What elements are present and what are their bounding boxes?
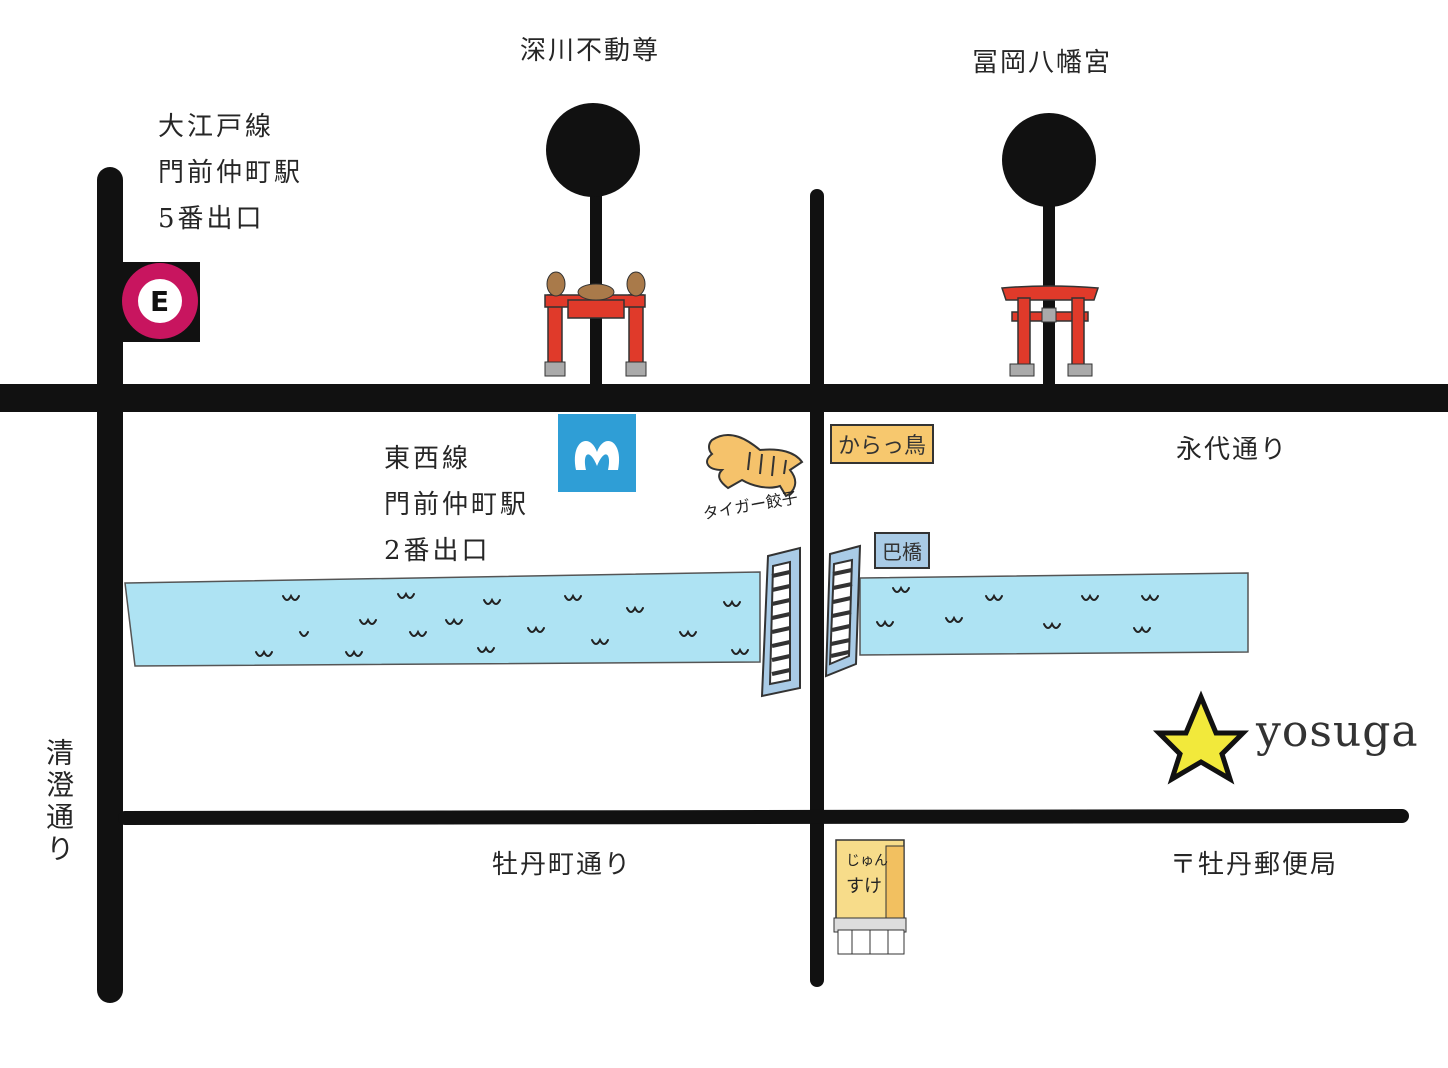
tozai-exit: 2番出口 [384, 536, 491, 566]
street-botancho-label: 牡丹町通り [492, 850, 633, 880]
oedo-station-icon [120, 262, 200, 342]
junsuke-label-2: すけ [846, 876, 882, 897]
hachimangu-label: 冨岡八幡宮 [972, 48, 1113, 78]
road-botancho [118, 809, 1409, 825]
junsuke-building-icon [833, 839, 907, 955]
street-kiyosumi-label: 清澄通り [42, 738, 75, 866]
river [124, 571, 1249, 667]
torii-hachimangu-icon [1000, 285, 1100, 377]
hachimangu-marker [1002, 113, 1096, 385]
oedo-station-label: 大江戸線 門前仲町駅 5番出口 [158, 104, 303, 242]
tokyo-metro-icon [558, 414, 636, 492]
yosuga-star-icon [1152, 690, 1250, 785]
tiger-gyoza-icon [706, 434, 804, 498]
fudoson-marker [546, 103, 640, 385]
karatori-sign: からっ鳥 [830, 424, 935, 464]
oedo-exit: 5番出口 [158, 204, 265, 234]
post-office-icon: 〒 [1170, 850, 1199, 880]
bridge-name-sign: 巴橋 [874, 532, 930, 569]
oedo-station-name: 門前仲町駅 [158, 158, 304, 188]
post-office-name: 牡丹郵便局 [1198, 850, 1339, 880]
tozai-line-name: 東西線 [384, 444, 472, 474]
bridge-icon [760, 544, 862, 698]
torii-fudoson-icon [544, 271, 647, 377]
oedo-line-name: 大江戸線 [158, 112, 275, 142]
fudoson-label: 深川不動尊 [520, 36, 661, 66]
street-eitai-label: 永代通り [1176, 435, 1289, 465]
roads [0, 167, 1448, 1003]
oedo-badge-letter: E [150, 285, 170, 318]
post-office-label: 〒牡丹郵便局 [1170, 852, 1338, 878]
junsuke-label-1: じゅん [846, 853, 888, 869]
tozai-station-name: 門前仲町駅 [384, 490, 530, 520]
tozai-station-label: 東西線 門前仲町駅 2番出口 [384, 436, 529, 574]
destination-label: yosuga [1256, 706, 1419, 757]
